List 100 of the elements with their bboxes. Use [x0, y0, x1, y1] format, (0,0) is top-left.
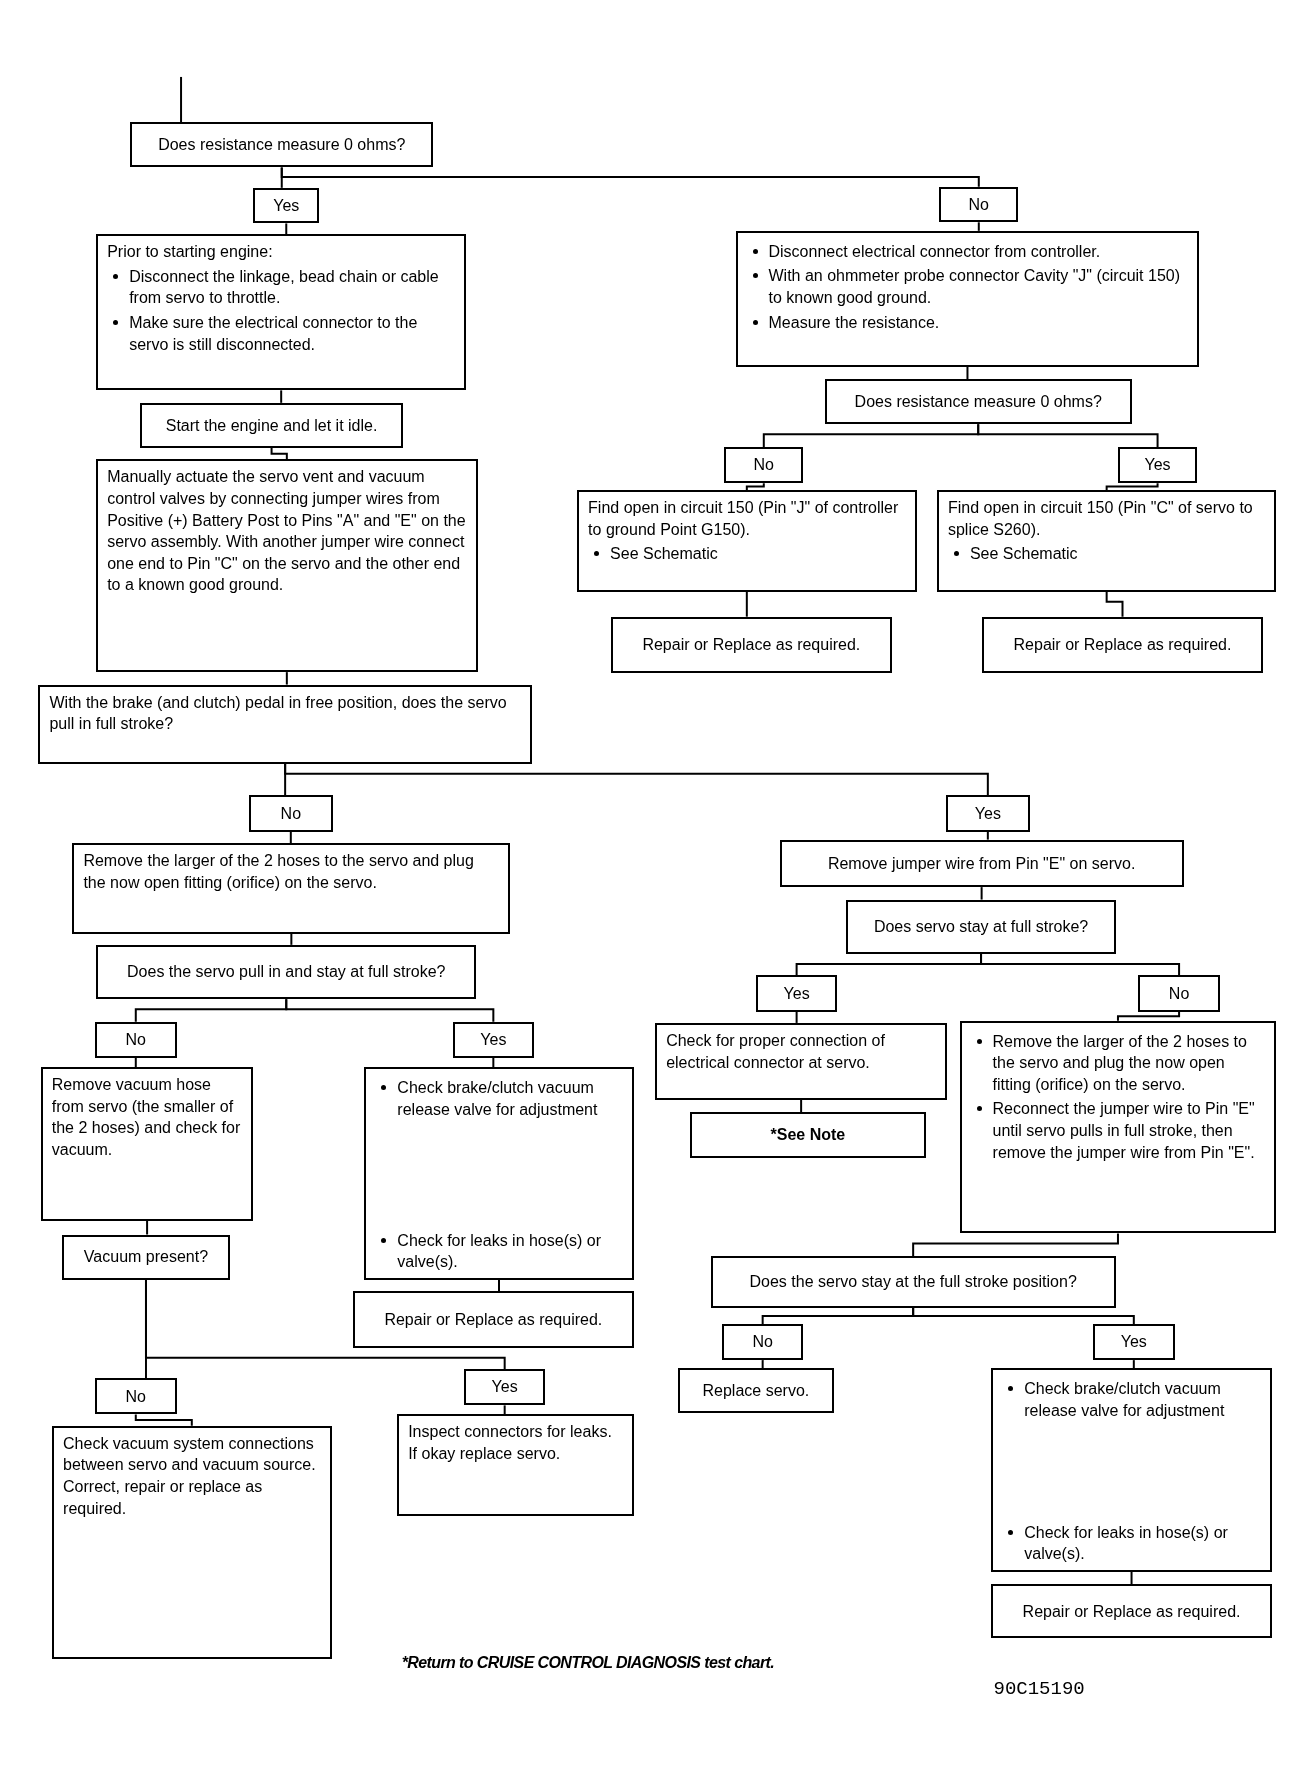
answer-box	[463, 1369, 546, 1406]
box-text: Does servo stay at full stroke?	[873, 916, 1089, 937]
answer-box	[755, 975, 838, 1012]
bullet-item: Check for leaks in hose(s) or valve(s).	[1002, 1521, 1261, 1565]
connector-line	[270, 447, 288, 461]
connector-line	[503, 1404, 506, 1416]
box-text: Yes	[491, 1377, 518, 1398]
answer-box	[253, 187, 320, 224]
connector-line	[912, 1232, 1119, 1257]
answer-box	[721, 1323, 804, 1361]
connector-line	[180, 75, 183, 124]
process-box	[690, 1112, 926, 1158]
box-text: Does resistance measure 0 ohms?	[854, 391, 1102, 412]
box-text: Repair or Replace as required.	[1022, 1601, 1241, 1622]
process-box	[353, 1291, 634, 1348]
process-box	[779, 839, 1184, 888]
process-box	[40, 1067, 254, 1221]
process-box	[62, 1234, 230, 1280]
connector-line	[144, 1278, 506, 1371]
connector-line	[1105, 482, 1159, 491]
box-text: Does the servo stay at the full stroke position?	[749, 1272, 1077, 1293]
connector-line	[1130, 1570, 1133, 1586]
connector-line	[980, 952, 1181, 977]
process-box	[52, 1425, 332, 1659]
process-box	[936, 489, 1277, 592]
process-box	[96, 459, 478, 673]
answer-box	[452, 1021, 535, 1058]
answer-box	[95, 1378, 177, 1415]
connector-line	[977, 423, 1159, 448]
bullet-item: Reconnect the jumper wire to Pin "E" until servo pulls in full stroke, then remove the jumper wire from Pin "E".	[970, 1098, 1266, 1164]
bullet-item: Check brake/clutch vacuum release valve for adjustment	[375, 1077, 623, 1121]
connector-line	[1105, 590, 1124, 618]
box-text: No	[1168, 983, 1190, 1004]
box-text: Prior to starting engine:	[107, 242, 274, 263]
process-box	[72, 843, 511, 934]
bullet-item: Disconnect electrical connector from controller.	[746, 240, 1189, 263]
bullet-item: Make sure the electrical connector to the servo is still disconnected.	[107, 312, 456, 356]
box-text: *See Note	[770, 1125, 846, 1146]
connector-line	[285, 222, 288, 236]
figure-code: 90C15190	[993, 1678, 1086, 1701]
process-box	[824, 379, 1132, 425]
process-box	[655, 1022, 948, 1100]
box-text: No	[125, 1386, 146, 1407]
box-text: Vacuum present?	[83, 1247, 209, 1268]
box-text: Yes	[1120, 1332, 1147, 1353]
connector-line	[280, 389, 283, 404]
box-text: Check vacuum system connections between servo and vacuum source. Correct, repair or replace as required.	[63, 1433, 317, 1519]
connector-line	[745, 590, 748, 618]
answer-box	[945, 795, 1030, 832]
process-box	[397, 1414, 634, 1517]
connector-line	[795, 1010, 798, 1024]
box-text: Remove jumper wire from Pin "E" on servo.	[827, 853, 1136, 874]
box-text: Yes	[273, 195, 300, 216]
box-text: No	[968, 194, 989, 215]
box-text: Repair or Replace as required.	[384, 1309, 603, 1330]
box-text: No	[280, 803, 302, 824]
bullet-item: See Schematic	[947, 543, 1266, 565]
process-box	[38, 684, 532, 764]
answer-box	[724, 446, 804, 484]
connector-line	[912, 1307, 1135, 1325]
process-box	[140, 402, 403, 449]
box-text: Repair or Replace as required.	[1013, 635, 1232, 656]
connector-line	[280, 166, 980, 188]
box-text: Find open in circuit 150 (Pin "J" of controller to ground Point G150).	[588, 497, 900, 540]
bullet-item: Measure the resistance.	[746, 311, 1189, 334]
connector-line	[134, 1413, 193, 1427]
connector-line	[980, 886, 983, 901]
process-box	[96, 234, 467, 391]
box-text: Yes	[480, 1030, 507, 1051]
bullet-item: Remove the larger of the 2 hoses to the servo and plug the now open fitting (orifice) on the servo.	[970, 1030, 1266, 1096]
process-box	[991, 1584, 1272, 1639]
process-box	[991, 1368, 1272, 1572]
connector-line	[290, 932, 293, 946]
process-box	[364, 1067, 634, 1280]
answer-box	[1093, 1323, 1175, 1361]
answer-box	[939, 186, 1019, 223]
box-text: Replace servo.	[702, 1380, 810, 1401]
connector-line	[289, 830, 292, 844]
box-text: Remove the larger of the 2 hoses to the servo and plug the now open fitting (orifice) on the servo.	[83, 851, 475, 893]
box-text: No	[752, 1332, 773, 1353]
connector-line	[800, 1098, 803, 1114]
process-box	[959, 1020, 1277, 1234]
box-text: Yes	[974, 803, 1001, 824]
connector-line	[285, 671, 288, 686]
box-text: Yes	[1144, 455, 1171, 476]
answer-box	[1138, 975, 1220, 1012]
box-text: No	[753, 455, 774, 476]
process-box	[130, 122, 434, 168]
bullet-item: See Schematic	[588, 543, 906, 565]
process-box	[677, 1368, 834, 1414]
connector-line	[498, 1278, 500, 1293]
connector-line	[1132, 1359, 1135, 1370]
bullet-item: With an ohmmeter probe connector Cavity "J" (circuit 150) to known good ground.	[746, 265, 1189, 309]
process-box	[982, 616, 1263, 674]
connector-line	[745, 482, 765, 491]
connector-line	[134, 1057, 137, 1069]
connector-line	[285, 998, 495, 1023]
connector-line	[1116, 1010, 1181, 1022]
process-box	[611, 616, 892, 674]
box-text: Does resistance measure 0 ohms?	[158, 135, 406, 156]
